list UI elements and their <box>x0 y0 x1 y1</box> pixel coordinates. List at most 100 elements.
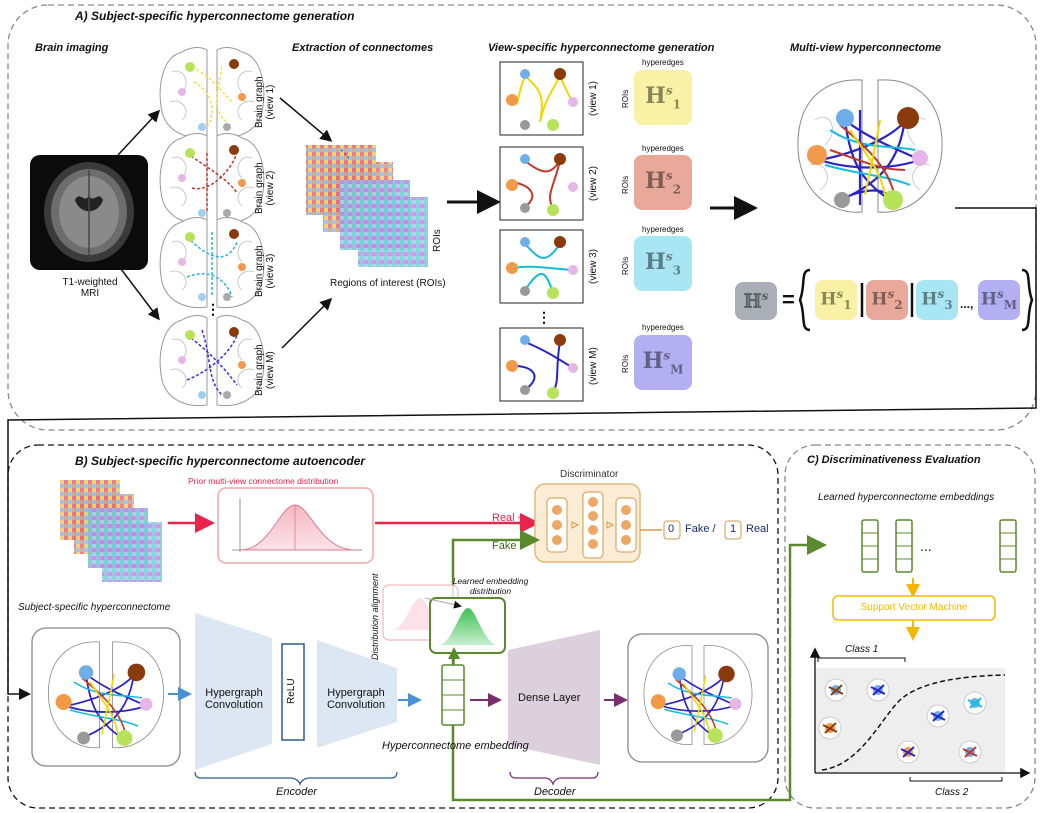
set-h1-box: Hs1 <box>815 280 857 320</box>
section-c-title: C) Discriminativeness Evaluation <box>807 454 981 466</box>
view-label-2: (view 2) <box>588 165 599 201</box>
hypergraph-conv-2: Hypergraph Convolution <box>326 687 386 711</box>
embedding-vectors-c <box>861 519 1017 573</box>
hyperedges-label-1: hyperedges <box>642 58 684 67</box>
h2-sub: 2 <box>672 182 681 197</box>
h1-box: Hs1 <box>634 70 692 125</box>
subject-label: Subject-specific hyperconnectome <box>18 602 171 613</box>
set-hm-box: HsM <box>978 280 1020 320</box>
mri-image <box>30 155 148 270</box>
connectome-matrices-b <box>60 480 162 582</box>
hyperedges-label-m: hyperedges <box>642 323 684 332</box>
learned-dist-label: Learned embedding distribution <box>452 576 529 596</box>
rois-small-3: ROIs <box>621 256 630 275</box>
embeddings-dots: ... <box>920 538 932 554</box>
hm-sub: M <box>670 362 684 377</box>
prior-title: Prior multi-view connectome distribution <box>188 476 339 486</box>
hm-box: HsM <box>634 335 692 390</box>
discriminator-label: Discriminator <box>560 469 619 480</box>
section-b-title: B) Subject-specific hyperconnectome auto… <box>75 454 366 468</box>
svm-plot <box>809 647 1031 782</box>
one-label: 1 <box>730 523 737 535</box>
hyperedges-label-3: hyperedges <box>642 225 684 234</box>
set-hm-sub: M <box>1003 298 1018 313</box>
left-brace <box>798 268 811 332</box>
view-m-hypergraph <box>499 327 584 402</box>
hs-set-box: ℍs <box>735 282 777 320</box>
rois-label: ROIs <box>432 229 443 252</box>
dense-layer-shape <box>508 630 600 765</box>
set-h2-box: Hs2 <box>866 280 908 320</box>
real-plus-label: Real + <box>492 512 525 524</box>
rois-small-m: ROIs <box>621 354 630 373</box>
svg-text:⋱: ⋱ <box>340 149 350 160</box>
rois-small-2: ROIs <box>621 175 630 194</box>
distribution-alignment-label: Distribution alignment <box>370 573 380 660</box>
brain-graph-label-3: Brain graph (view 3) <box>254 245 276 297</box>
h2-box: Hs2 <box>634 155 692 210</box>
view-label-m: (view M) <box>588 347 599 385</box>
view-specific-title: View-specific hyperconnectome generation <box>488 42 715 54</box>
brain-graph-view-3 <box>159 217 265 309</box>
hyperedges-label-2: hyperedges <box>642 144 684 153</box>
view-2-hypergraph <box>499 146 584 221</box>
reconstructed-brain <box>643 645 753 745</box>
subject-brain <box>47 641 165 749</box>
view-label-3: (view 3) <box>588 248 599 284</box>
real-label: Real <box>746 523 769 535</box>
brain-graph-view-1 <box>159 47 265 139</box>
set-ellipsis: ..., <box>960 297 974 311</box>
rois-small-1: ROIs <box>621 89 630 108</box>
h3-box: Hs3 <box>634 236 692 291</box>
distribution-alignment <box>382 584 506 654</box>
class-1-label: Class 1 <box>845 644 879 655</box>
brain-graph-label-1: Brain graph (view 1) <box>254 76 276 128</box>
hypergraph-conv-1: Hypergraph Convolution <box>204 687 264 711</box>
flow-connector-a-to-b <box>7 207 1037 700</box>
svm-label: Support Vector Machine <box>860 602 968 613</box>
view-label-1: (view 1) <box>588 80 599 116</box>
svm-box <box>832 595 996 621</box>
h1-sub: 1 <box>672 97 681 112</box>
right-brace <box>1021 268 1034 332</box>
brain-graph-view-2 <box>159 133 265 225</box>
multiview-title: Multi-view hyperconnectome <box>790 42 941 54</box>
h3-sub: 3 <box>672 263 681 278</box>
view-3-hypergraph <box>499 229 584 304</box>
svg-text:⋮: ⋮ <box>206 301 220 317</box>
set-h1-sub: 1 <box>843 298 852 313</box>
fake-minus-label: Fake - <box>492 540 524 552</box>
set-h3-box: Hs3 <box>916 280 958 320</box>
svg-text:⋮: ⋮ <box>537 309 551 325</box>
prior-distribution-box <box>217 487 374 564</box>
fake-label: Fake / <box>685 523 716 535</box>
view-1-hypergraph <box>499 61 584 136</box>
multiview-brain <box>797 79 943 213</box>
zero-label: 0 <box>668 523 675 535</box>
brain-imaging-title: Brain imaging <box>35 42 109 54</box>
dense-layer-label: Dense Layer <box>518 692 581 704</box>
svm-points <box>818 678 987 764</box>
set-h2-sub: 2 <box>894 298 903 313</box>
connectome-matrices-a: ⋱ <box>306 145 428 267</box>
class-2-label: Class 2 <box>935 787 969 798</box>
discriminator-block <box>534 483 662 563</box>
mri-label: T1-weighted MRI <box>62 277 118 299</box>
decoder-label: Decoder <box>534 786 576 798</box>
regions-label: Regions of interest (ROIs) <box>330 278 446 289</box>
encoder-conv1-shape <box>195 613 272 770</box>
section-c-frame <box>784 444 1036 809</box>
embedding-vector <box>441 664 465 726</box>
encoder-label: Encoder <box>276 786 317 798</box>
brain-graph-label-m: Brain graph (view M) <box>254 344 276 396</box>
brain-graph-view-m <box>159 315 265 407</box>
section-a-title: A) Subject-specific hyperconnectome gene… <box>75 9 355 23</box>
equals-sign: = <box>782 287 795 312</box>
set-h3-sub: 3 <box>944 298 953 313</box>
embedding-label: Hyperconnectome embedding <box>382 740 529 752</box>
relu-label: ReLU <box>286 678 297 704</box>
extraction-title: Extraction of connectomes <box>292 42 434 54</box>
learned-embeddings-label: Learned hyperconnectome embeddings <box>818 492 995 503</box>
encoder-conv2-shape <box>317 640 397 748</box>
